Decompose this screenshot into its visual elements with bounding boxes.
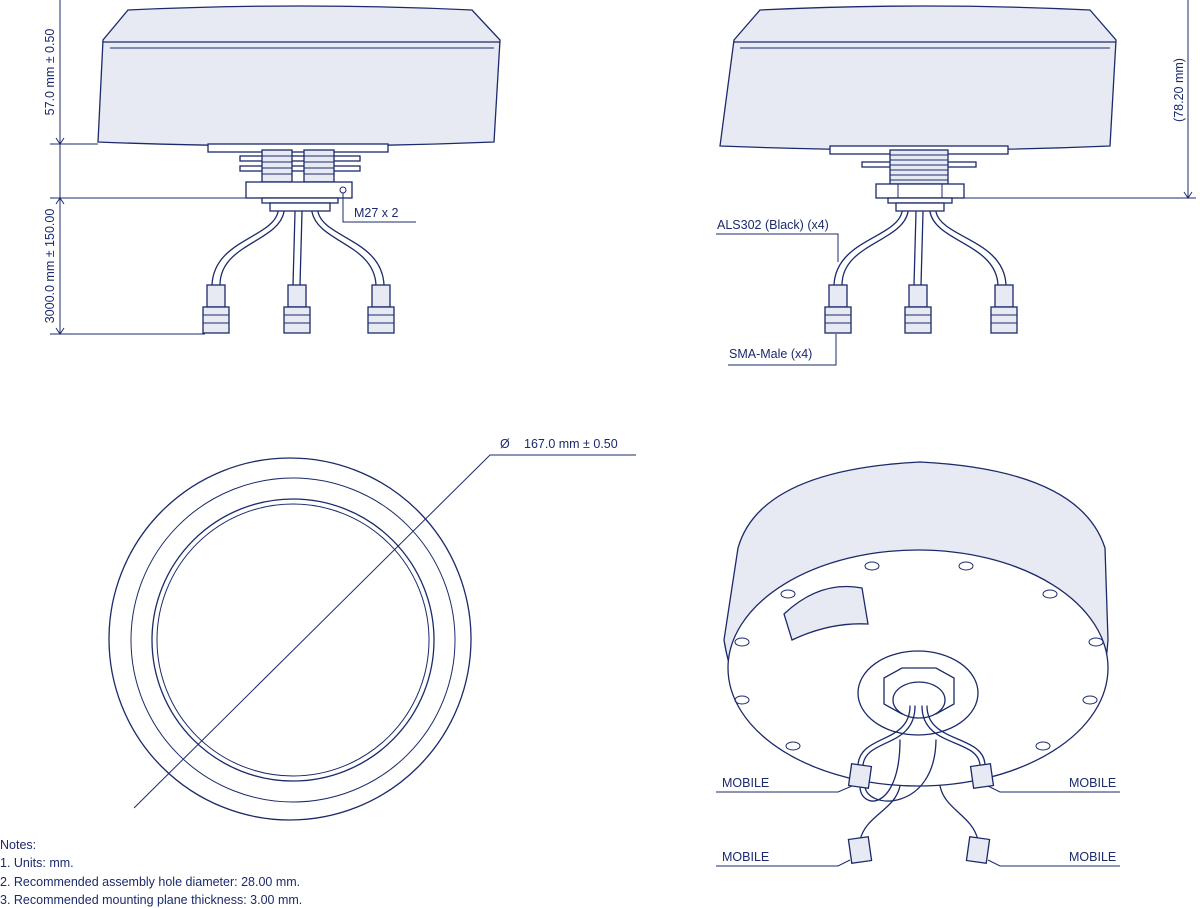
front-view-lower-washer xyxy=(261,197,339,204)
port-callout-leader-top-right xyxy=(987,785,1120,793)
front-view-cables xyxy=(211,211,385,286)
notes-heading: Notes: xyxy=(0,838,36,852)
port-label-bottom-right: MOBILE xyxy=(1069,850,1116,864)
port-callout-leader-bottom-right xyxy=(987,859,1120,867)
top-view-middle-circle xyxy=(130,477,456,803)
bottom-view-cables xyxy=(857,705,986,841)
side-view-threads xyxy=(889,149,949,185)
top-view-inner-circle-2 xyxy=(156,503,430,777)
top-view-outer-circle xyxy=(108,457,472,821)
port-callout-leader-top-left xyxy=(716,785,853,793)
side-view-lower-washer xyxy=(887,197,953,204)
port-callout-leader-bottom-left xyxy=(716,859,851,867)
notes: Notes: 1. Units: mm. 2. Recommended asse… xyxy=(0,838,302,907)
front-view-cable-exit xyxy=(269,202,331,212)
side-view-connectors xyxy=(824,284,1018,334)
side-view-dimensions xyxy=(952,0,1196,199)
cable-callout-label: ALS302 (Black) (x4) xyxy=(717,218,829,232)
thread-callout-label: M27 x 2 xyxy=(354,206,399,220)
port-label-top-left: MOBILE xyxy=(722,776,769,790)
top-view-inner-circle xyxy=(151,498,435,782)
front-view-dimensions xyxy=(50,0,262,335)
front-view-washer xyxy=(239,155,361,162)
note-item: 3. Recommended mounting plane thickness:… xyxy=(0,893,302,907)
thread-callout-leader xyxy=(342,193,416,223)
top-view: Ø 167.0 mm ± 0.50 xyxy=(108,437,636,821)
front-view: 57.0 mm ± 0.50 3000.0 mm ± 150.00 M27 x … xyxy=(43,0,501,335)
connector-callout-leader xyxy=(728,334,837,366)
front-view-threads xyxy=(261,149,335,183)
front-view-dome xyxy=(97,5,501,147)
side-view-nut xyxy=(875,183,965,199)
side-view-cable-exit xyxy=(895,202,945,212)
cable-length-dimension-label: 3000.0 mm ± 150.00 xyxy=(43,209,57,324)
diameter-dimension-label: 167.0 mm ± 0.50 xyxy=(524,437,618,451)
bottom-view-screw-holes xyxy=(734,561,1104,751)
cable-callout-leader xyxy=(716,233,839,262)
height-dimension-label: 57.0 mm ± 0.50 xyxy=(43,29,57,116)
bottom-view-connectors xyxy=(847,762,995,865)
bottom-view: MOBILE MOBILE MOBILE MOBILE xyxy=(716,461,1120,867)
diameter-leader xyxy=(133,454,636,809)
front-view-washer-2 xyxy=(239,165,361,172)
side-view-dome xyxy=(719,5,1117,151)
bottom-view-nut-hole xyxy=(892,681,946,719)
port-label-top-right: MOBILE xyxy=(1069,776,1116,790)
side-view-cables xyxy=(833,211,1007,286)
note-item: 2. Recommended assembly hole diameter: 2… xyxy=(0,875,300,889)
front-view-connectors xyxy=(202,284,395,334)
bottom-view-label-plate xyxy=(783,585,869,641)
side-view: (78.20 mm) ALS302 (Black) (x4) SMA-Male … xyxy=(716,0,1196,366)
total-height-dimension-label: (78.20 mm) xyxy=(1172,58,1186,122)
note-item: 1. Units: mm. xyxy=(0,856,74,870)
connector-callout-label: SMA-Male (x4) xyxy=(729,347,812,361)
diameter-symbol: Ø xyxy=(500,437,510,451)
front-view-nut xyxy=(245,181,353,199)
port-label-bottom-left: MOBILE xyxy=(722,850,769,864)
front-view-base-plate xyxy=(207,143,389,153)
